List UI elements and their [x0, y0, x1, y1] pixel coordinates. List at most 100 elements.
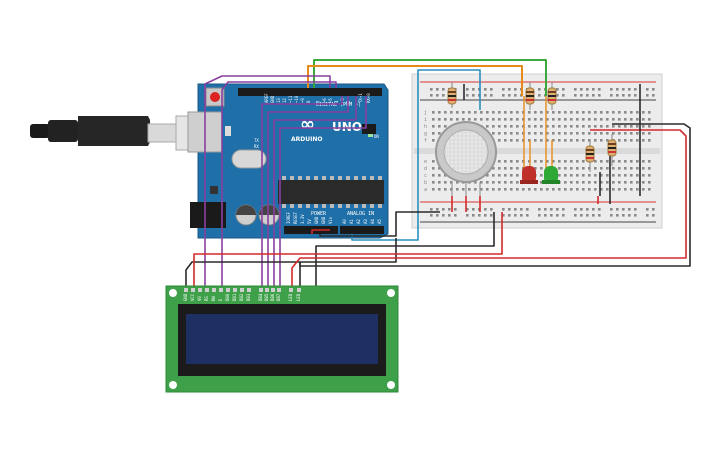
wire-lcd-led-k [315, 212, 495, 292]
reset-button [210, 92, 220, 102]
wire-gnd-board [319, 211, 440, 237]
gas-sensor [435, 121, 497, 196]
analog-pin-labels: A0 A1 A2 A3 A4 A5 [342, 219, 382, 224]
row-d: d [424, 166, 427, 172]
pin-gnd-2: GND [321, 216, 326, 224]
lcd-pin-led-k: LED [296, 293, 301, 301]
lcd-pin-db1: DB1 [232, 293, 237, 301]
lcd-pin-db0: DB0 [225, 293, 230, 301]
lcd-pin-labels: GND VCC V0 RS RW E DB0 DB1 DB2 DB3 DB4 D… [183, 293, 301, 301]
wire-purple-e [221, 81, 337, 292]
led-green-body [544, 166, 558, 184]
tx-label: TX [254, 138, 259, 143]
led-green [542, 166, 560, 184]
row-g: g [424, 131, 427, 137]
pin-a4: A4 [370, 219, 375, 224]
row-e: e [424, 159, 427, 165]
pin-a2: A2 [356, 219, 361, 224]
pin-12: 12 [282, 98, 287, 103]
lcd-pin-led-a: LED [288, 293, 293, 301]
lcd-pin-v0: V0 [197, 296, 202, 301]
lcd-pin-db6: DB6 [270, 293, 275, 301]
pin-10: ~10 [294, 95, 299, 103]
wire-green [313, 59, 547, 96]
pin-7: 7 [316, 100, 321, 103]
power-label: POWER [311, 211, 327, 217]
pin-gnd-1: GND [314, 216, 319, 224]
pin-8: 8 [306, 100, 311, 103]
rx-label: RX [254, 144, 259, 149]
row-j: j [424, 110, 427, 116]
wire-purple-db6 [273, 96, 357, 292]
pin-ioref: IOREF [286, 211, 291, 224]
row-h: h [424, 124, 427, 130]
wire-lcd-rw [299, 123, 691, 267]
wire-lcd-vcc [193, 212, 503, 292]
resistors [447, 82, 617, 172]
pin-gnd-digital: GND [270, 95, 275, 103]
lcd-pin-db3: DB3 [246, 293, 251, 301]
pin-11: ~11 [288, 95, 293, 103]
resistor-3 [547, 82, 557, 110]
wires [185, 59, 691, 292]
resistor-4 [585, 140, 595, 172]
pin-rx0: RX←0 [366, 93, 371, 103]
row-b: b [424, 180, 427, 186]
wire-orange [307, 65, 523, 96]
pin-6: ~6 [322, 98, 327, 103]
pin-5v: 5V [307, 219, 312, 224]
lcd-pin-rw: RW [211, 296, 216, 301]
wire-purple-db4 [261, 96, 343, 292]
lcd-pin-header [184, 288, 301, 292]
lcd-screen [186, 314, 378, 364]
wire-purple-db5 [267, 96, 349, 292]
row-i: i [424, 117, 427, 123]
pin-vin: Vin [328, 216, 333, 224]
pin-aref: AREF [264, 93, 269, 103]
power-pin-labels: IOREF RESET 3.3V 5V GND GND Vin [286, 211, 333, 224]
wire-purple-db7 [279, 96, 367, 292]
row-a: a [424, 187, 427, 193]
board-model: UNO [332, 120, 362, 134]
pin-5: ~5 [328, 98, 333, 103]
analog-header [340, 226, 384, 234]
lcd-16x2-module: GND VCC V0 RS RW E DB0 DB1 DB2 DB3 DB4 D… [165, 285, 399, 393]
arduino-logo: ∞ [300, 114, 315, 135]
lcd-pin-rs: RS [204, 296, 209, 301]
board-name: ARDUINO [291, 136, 322, 143]
resistor-5 [607, 134, 617, 166]
pin-a1: A1 [349, 219, 354, 224]
wire-purple-rs [204, 75, 331, 292]
row-f: f [424, 138, 427, 144]
wire-blue [351, 69, 481, 241]
lcd-pin-db7: DB7 [276, 293, 281, 301]
digital-header [238, 88, 382, 96]
pin-a0: A0 [342, 219, 347, 224]
pin-reset: RESET [293, 211, 298, 224]
pin-tx1: TX→1 [358, 93, 363, 103]
pin-4: 4 [334, 100, 339, 103]
pin-13: 13 [276, 98, 281, 103]
resistor-2 [525, 82, 535, 110]
digital-label: DIGITAL (PWM ~) [316, 102, 361, 108]
led-red [520, 166, 538, 184]
resistor-1 [447, 82, 457, 108]
lcd-pin-e: E [218, 298, 223, 301]
row-c: c [424, 173, 427, 179]
led-red-body [522, 166, 536, 184]
on-led-label: ON [374, 134, 379, 139]
wire-lcd-led-a [291, 129, 687, 292]
lcd-pin-db2: DB2 [239, 293, 244, 301]
lcd-pin-db4: DB4 [258, 293, 263, 301]
lcd-pin-gnd: GND [183, 293, 188, 301]
analog-label: ANALOG IN [347, 211, 374, 217]
arduino-uno-board: ∞ UNO ARDUINO DIGITAL (PWM ~) POWER ANAL… [187, 83, 389, 239]
pin-a3: A3 [363, 219, 368, 224]
pin-9: ~9 [300, 98, 305, 103]
pin-a5: A5 [377, 219, 382, 224]
pin-3v3: 3.3V [300, 214, 305, 224]
usb-cable [30, 115, 207, 151]
power-header [284, 226, 338, 234]
lcd-pin-db5: DB5 [264, 293, 269, 301]
